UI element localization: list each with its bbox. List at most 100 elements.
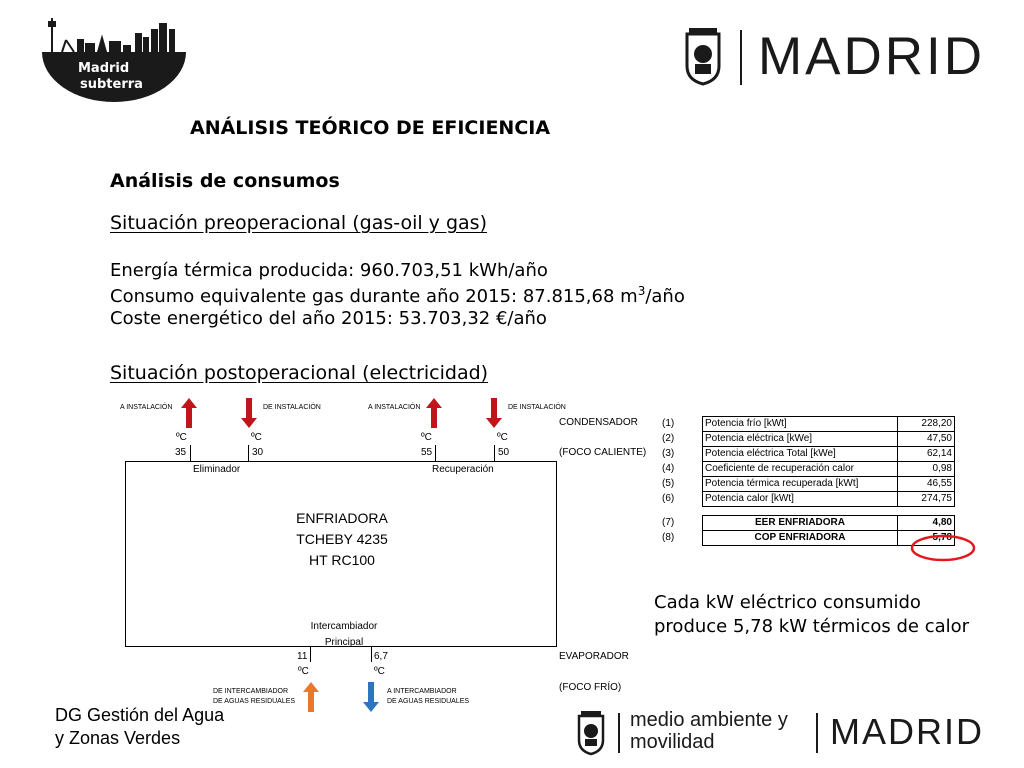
arrow-down-icon bbox=[363, 682, 379, 712]
madrid-subterra-logo: Madrid subterra bbox=[40, 10, 190, 105]
area-name-line-2: movilidad bbox=[630, 731, 715, 753]
row-value: 274,75 bbox=[897, 491, 955, 507]
table-row: (3) Potencia eléctrica Total [kWe] 62,14 bbox=[660, 446, 955, 462]
gas-consumption-text: Consumo equivalente gas durante año 2015… bbox=[110, 286, 638, 307]
department-name: DG Gestión del Agua y Zonas Verdes bbox=[55, 704, 224, 750]
recuperacion-label: Recuperación bbox=[432, 464, 494, 475]
de-instalacion-label: DE INSTALACIÓN bbox=[263, 404, 321, 411]
row-value: 62,14 bbox=[897, 446, 955, 462]
row-number: (4) bbox=[662, 463, 675, 474]
unit-label: ºC bbox=[251, 432, 262, 443]
energy-cost-line: Coste energético del año 2015: 53.703,32… bbox=[110, 308, 547, 329]
row-number: (7) bbox=[662, 517, 675, 528]
de-intercambiador-label: DE INTERCAMBIADOR DE AGUAS RESIDUALES bbox=[213, 687, 295, 707]
temp-value: 6,7 bbox=[374, 651, 388, 662]
arrow-up-icon bbox=[181, 398, 197, 428]
pipe-line bbox=[494, 445, 495, 461]
row-number: (2) bbox=[662, 433, 675, 444]
temp-value: 55 bbox=[421, 447, 433, 458]
row-value: 46,55 bbox=[897, 476, 955, 492]
unit-label: ºC bbox=[298, 666, 309, 677]
table-row: (1) Potencia frío [kWt] 228,20 bbox=[660, 416, 955, 432]
footer-divider bbox=[816, 713, 818, 753]
page-title: ANÁLISIS TEÓRICO DE EFICIENCIA bbox=[190, 117, 551, 139]
chiller-name-line-2: TCHEBY 4235 bbox=[296, 531, 388, 547]
table-row: (6) Potencia calor [kWt] 274,75 bbox=[660, 491, 955, 507]
intercambiador-line-1: Intercambiador bbox=[310, 621, 378, 632]
arrow-down-icon bbox=[486, 398, 502, 428]
row-label: EER ENFRIADORA bbox=[702, 515, 898, 531]
chiller-name: ENFRIADORA TCHEBY 4235 HT RC100 bbox=[262, 508, 422, 571]
unit-label: ºC bbox=[421, 432, 432, 443]
gas-unit-suffix: /año bbox=[645, 286, 685, 307]
row-label: Potencia eléctrica [kWe] bbox=[702, 431, 898, 447]
row-number: (6) bbox=[662, 493, 675, 504]
row-value: 47,50 bbox=[897, 431, 955, 447]
row-label: Coeficiente de recuperación calor bbox=[702, 461, 898, 477]
de-instalacion-label: DE INSTALACIÓN bbox=[508, 404, 566, 411]
unit-label: ºC bbox=[176, 432, 187, 443]
row-number: (1) bbox=[662, 418, 675, 429]
row-value: 0,98 bbox=[897, 461, 955, 477]
post-operational-heading: Situación postoperacional (electricidad) bbox=[110, 362, 489, 384]
temp-value: 11 bbox=[297, 651, 308, 662]
table-spacer bbox=[660, 507, 955, 516]
area-name: medio ambiente y movilidad bbox=[630, 709, 788, 753]
gas-unit-superscript: 3 bbox=[637, 284, 646, 298]
logo-text-madrid: Madrid bbox=[78, 61, 129, 76]
temp-value: 50 bbox=[498, 447, 510, 458]
de-intercambiador-line-2: DE AGUAS RESIDUALES bbox=[213, 698, 296, 705]
header-brand-madrid: MADRID bbox=[758, 27, 986, 86]
arrow-up-icon bbox=[303, 682, 319, 712]
area-name-line-1: medio ambiente y bbox=[630, 709, 788, 731]
row-label: COP ENFRIADORA bbox=[702, 530, 898, 546]
chiller-specs-table: (1) Potencia frío [kWt] 228,20 (2) Poten… bbox=[660, 416, 955, 546]
table-row: (8) COP ENFRIADORA 5,78 bbox=[660, 530, 955, 546]
row-label: Potencia calor [kWt] bbox=[702, 491, 898, 507]
table-row: (2) Potencia eléctrica [kWe] 47,50 bbox=[660, 431, 955, 447]
evaporador-label: EVAPORADOR bbox=[559, 651, 629, 662]
arrow-down-icon bbox=[241, 398, 257, 428]
cop-explanation: Cada kW eléctrico consumido produce 5,78… bbox=[654, 591, 969, 639]
row-label: Potencia térmica recuperada [kWt] bbox=[702, 476, 898, 492]
energy-line: Energía térmica producida: 960.703,51 kW… bbox=[110, 260, 548, 281]
department-line-2: y Zonas Verdes bbox=[55, 728, 181, 748]
a-instalacion-label: A INSTALACIÓN bbox=[368, 404, 421, 411]
pipe-line bbox=[310, 646, 311, 662]
condensador-label: CONDENSADOR bbox=[559, 417, 638, 428]
footer-brand-madrid: MADRID bbox=[830, 711, 984, 752]
pipe-line bbox=[248, 445, 249, 461]
pipe-line bbox=[190, 445, 191, 461]
cop-explanation-line-2: produce 5,78 kW térmicos de calor bbox=[654, 616, 970, 637]
madrid-crest-icon bbox=[576, 710, 606, 756]
temp-value: 30 bbox=[252, 447, 264, 458]
table-row: (5) Potencia térmica recuperada [kWt] 46… bbox=[660, 476, 955, 492]
foco-frio-label: (FOCO FRÍO) bbox=[559, 682, 622, 693]
header-divider bbox=[740, 30, 742, 85]
row-label: Potencia frío [kWt] bbox=[702, 416, 898, 432]
intercambiador-label: Intercambiador Principal bbox=[304, 619, 384, 651]
row-number: (8) bbox=[662, 532, 675, 543]
chiller-box bbox=[125, 461, 557, 647]
pipe-line bbox=[371, 646, 372, 662]
madrid-crest-icon bbox=[683, 26, 723, 86]
a-intercambiador-line-1: A INTERCAMBIADOR bbox=[387, 688, 457, 695]
temp-value: 35 bbox=[175, 447, 187, 458]
unit-label: ºC bbox=[497, 432, 508, 443]
row-value: 228,20 bbox=[897, 416, 955, 432]
row-number: (3) bbox=[662, 448, 675, 459]
footer-divider bbox=[618, 713, 620, 753]
pipe-line bbox=[435, 445, 436, 461]
highlight-ellipse bbox=[910, 534, 976, 562]
cop-explanation-line-1: Cada kW eléctrico consumido bbox=[654, 592, 921, 613]
table-row: (4) Coeficiente de recuperación calor 0,… bbox=[660, 461, 955, 477]
row-label: Potencia eléctrica Total [kWe] bbox=[702, 446, 898, 462]
table-row: (7) EER ENFRIADORA 4,80 bbox=[660, 515, 955, 531]
pre-operational-heading: Situación preoperacional (gas-oil y gas) bbox=[110, 212, 487, 234]
section-subtitle: Análisis de consumos bbox=[110, 170, 340, 192]
unit-label: ºC bbox=[374, 666, 385, 677]
logo-text-subterra: subterra bbox=[80, 77, 143, 92]
a-intercambiador-label: A INTERCAMBIADOR DE AGUAS RESIDUALES bbox=[387, 687, 469, 707]
spacer-cell bbox=[660, 507, 955, 516]
a-instalacion-label: A INSTALACIÓN bbox=[120, 404, 173, 411]
